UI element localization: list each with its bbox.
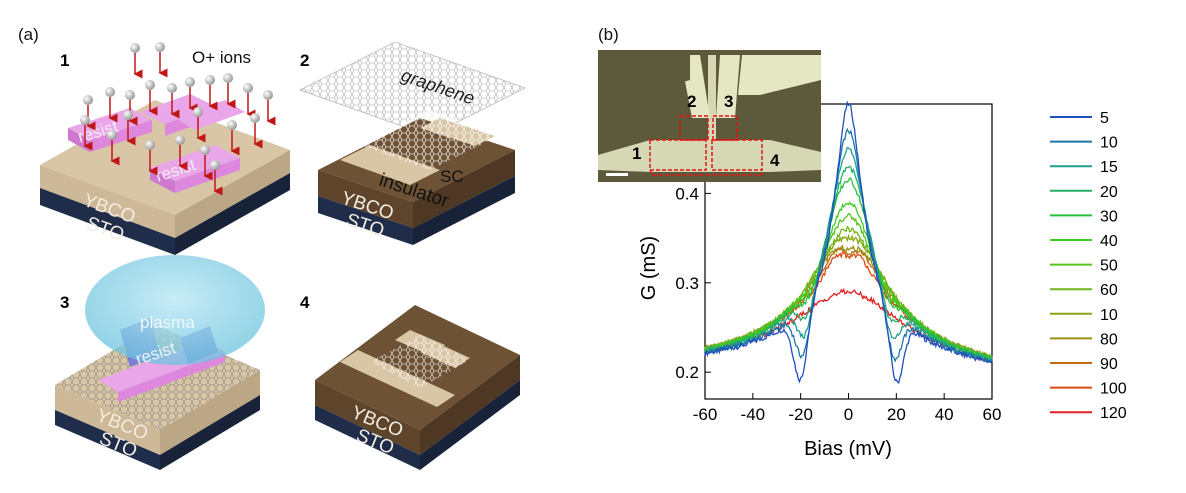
legend-label: 30 xyxy=(1100,208,1118,225)
inset-label-1: 1 xyxy=(632,144,641,163)
y-axis-label: G (mS) xyxy=(638,236,660,300)
legend-label: 50 xyxy=(1100,258,1118,275)
ion-ball xyxy=(205,75,215,85)
inset-label-2: 2 xyxy=(687,92,696,111)
legend-label: 40 xyxy=(1100,233,1118,250)
y-tick-labels: 0.2 0.3 0.4 xyxy=(675,184,699,382)
ion-ball xyxy=(145,140,155,150)
legend-label: 90 xyxy=(1100,356,1118,373)
x-axis-label: Bias (mV) xyxy=(804,438,892,460)
ion-ball xyxy=(105,87,115,97)
legend: 5 10 15 20 30 40 50 60 10 80 90 100 120 xyxy=(1050,110,1127,422)
ion-ball xyxy=(193,107,203,117)
plasma-dome xyxy=(85,255,265,365)
x-tick-label: 40 xyxy=(935,405,954,424)
x-tick-label: 20 xyxy=(887,405,906,424)
ion-ball xyxy=(223,73,233,83)
legend-label: 20 xyxy=(1100,184,1118,201)
ion-ball xyxy=(263,90,273,100)
y-tick-label: 0.4 xyxy=(675,184,699,203)
step3-number: 3 xyxy=(60,293,69,312)
step2-number: 2 xyxy=(300,51,309,70)
legend-label: 80 xyxy=(1100,331,1118,348)
legend-label: 120 xyxy=(1100,405,1127,422)
inset-box-1 xyxy=(649,139,707,171)
scale-bar xyxy=(606,173,628,176)
step4-diagram: 4 YBCO STO xyxy=(300,293,520,470)
legend-label: 60 xyxy=(1100,282,1118,299)
step2-diagram: 2 graphene SC insulator YBCO STO xyxy=(298,41,527,245)
ion-ball xyxy=(123,110,133,120)
ion-ball xyxy=(125,90,135,100)
x-tick-label: -20 xyxy=(788,405,813,424)
ion-ball xyxy=(145,80,155,90)
ion-ball xyxy=(185,77,195,87)
x-tick-label: 0 xyxy=(844,405,853,424)
graphene-sheet xyxy=(298,41,527,137)
x-tick-label: -60 xyxy=(693,405,718,424)
inset-label-4: 4 xyxy=(770,151,780,170)
step1-right-face xyxy=(175,150,290,238)
ion-ball xyxy=(243,83,253,93)
y-tick-label: 0.2 xyxy=(675,363,699,382)
step4-number: 4 xyxy=(300,293,310,312)
ion-ball xyxy=(175,135,185,145)
ion-ball xyxy=(130,43,140,53)
step1-sto-right xyxy=(175,173,290,255)
x-tick-label: 60 xyxy=(983,405,1002,424)
legend-label: 10 xyxy=(1100,135,1118,152)
ion-ball xyxy=(80,115,90,125)
inset-label-3: 3 xyxy=(724,92,733,111)
legend-label: 10 xyxy=(1100,307,1118,324)
ion-ball xyxy=(200,145,210,155)
panel-a-label: (a) xyxy=(18,25,39,44)
step1-top-face xyxy=(40,100,290,215)
legend-label: 15 xyxy=(1100,159,1118,176)
step1-ions-label: O+ ions xyxy=(192,48,251,67)
series-line-10 xyxy=(704,127,993,363)
panel-b-label: (b) xyxy=(598,25,619,44)
step2-sc: SC xyxy=(440,167,464,186)
step3-plasma: plasma xyxy=(140,313,195,332)
inset-box-4 xyxy=(711,139,763,171)
ion-ball xyxy=(167,83,177,93)
series-line-20 xyxy=(704,165,993,362)
chart-area xyxy=(704,100,993,399)
y-tick-label: 0.3 xyxy=(675,274,699,293)
ion-ball xyxy=(210,160,220,170)
ion-ball xyxy=(83,95,93,105)
step3-diagram: 3 plasma resist YBCO STO xyxy=(55,255,265,470)
legend-label: 100 xyxy=(1100,381,1127,398)
ion-ball xyxy=(227,120,237,130)
legend-label: 5 xyxy=(1100,110,1109,127)
step1-left-face xyxy=(40,165,175,238)
ion-ball xyxy=(107,130,117,140)
ion-ball xyxy=(250,113,260,123)
step1-sto-left xyxy=(40,188,175,255)
micrograph-inset: 1 2 3 4 xyxy=(598,50,821,182)
series-line-30 xyxy=(704,177,993,362)
ion-ball xyxy=(155,42,165,52)
series-line-5 xyxy=(704,100,993,385)
ion-arrows xyxy=(80,42,276,196)
step1-number: 1 xyxy=(60,51,69,70)
x-tick-labels: -60 -40 -20 0 20 40 60 xyxy=(693,405,1002,424)
step1-diagram: 1 YBCO STO resist resist O+ ions xyxy=(40,42,290,255)
x-tick-label: -40 xyxy=(741,405,766,424)
